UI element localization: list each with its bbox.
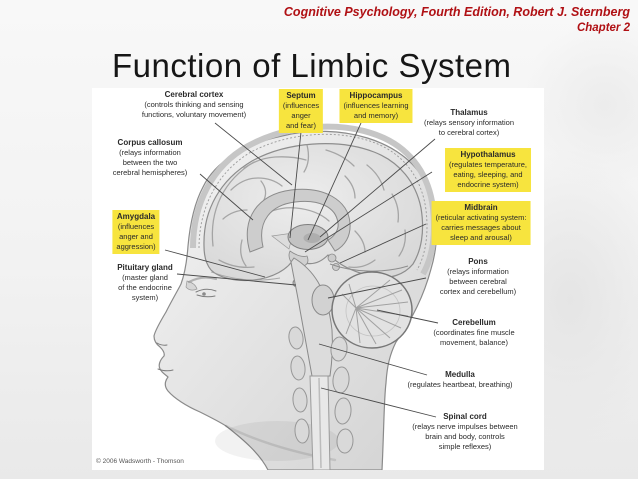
line-hypothalamus [304, 171, 433, 253]
label-desc: (relays information [119, 148, 181, 157]
label-name: Medulla [445, 370, 475, 379]
label-name: Septum [286, 91, 316, 100]
label-desc: functions, voluntary movement) [141, 110, 247, 119]
label-name: Pituitary gland [117, 263, 173, 272]
book-title: Cognitive Psychology, Fourth Edition, Ro… [283, 5, 630, 19]
chapter-label: Chapter 2 [576, 21, 630, 34]
label-name: Midbrain [464, 203, 498, 212]
label-name: Thalamus [450, 108, 488, 117]
label-desc: to cerebral cortex) [438, 128, 500, 137]
label-desc: (relays sensory information [423, 118, 515, 127]
corpus-callosum-shape [246, 188, 351, 253]
label-desc: sleep and arousal) [450, 233, 512, 242]
label-pituitary-gland: Pituitary gland (master gland of the end… [117, 263, 173, 303]
label-amygdala: Amygdala (influences anger and aggressio… [112, 210, 160, 254]
label-desc: (influences [117, 222, 155, 231]
line-thalamus [319, 138, 436, 238]
line-midbrain [339, 223, 427, 264]
label-name: Spinal cord [443, 412, 487, 421]
label-name: Cerebral cortex [164, 90, 224, 99]
label-spinal-cord: Spinal cord (relays nerve impulses betwe… [412, 412, 517, 452]
label-name: Pons [468, 257, 488, 266]
line-cerebellum [376, 309, 439, 324]
slide-header: Cognitive Psychology, Fourth Edition, Ro… [284, 5, 630, 35]
label-desc: (master gland [122, 273, 168, 282]
line-spinal-cord [320, 387, 437, 418]
label-corpus-callosum: Corpus callosum (relays information betw… [113, 138, 188, 178]
arbor-vitae [341, 279, 409, 345]
label-desc: (relays nerve impulses between [412, 422, 518, 431]
pons-shape [311, 284, 335, 316]
line-pituitary [176, 273, 297, 286]
label-desc: anger [291, 111, 311, 120]
line-cerebral-cortex [214, 122, 293, 186]
label-desc: aggression) [116, 242, 156, 251]
vertebrae [288, 326, 354, 454]
label-midbrain: Midbrain (reticular activating system: c… [431, 201, 531, 245]
line-pons [327, 277, 427, 299]
label-hypothalamus: Hypothalamus (regulates temperature, eat… [445, 148, 531, 192]
label-name: Hypothalamus [460, 150, 516, 159]
label-desc: cerebral hemispheres) [112, 168, 188, 177]
label-desc: (influences [282, 101, 320, 110]
label-desc: (reticular activating system: [435, 213, 527, 222]
label-desc: of the endocrine [118, 283, 172, 292]
label-desc: simple reflexes) [438, 442, 492, 451]
label-pons: Pons (relays information between cerebra… [440, 257, 516, 297]
page-title: Function of Limbic System [112, 47, 512, 84]
label-desc: (regulates temperature, [449, 160, 527, 169]
label-desc: between the two [122, 158, 178, 167]
label-desc: and memory) [353, 111, 399, 120]
copyright-text: © 2006 Wadsworth - Thomson [96, 458, 184, 465]
label-name: Cerebellum [452, 318, 496, 327]
label-desc: endocrine system) [457, 180, 519, 189]
label-cerebral-cortex: Cerebral cortex (controls thinking and s… [142, 90, 246, 120]
label-desc: (controls thinking and sensing [144, 100, 244, 109]
label-desc: cortex and cerebellum) [439, 287, 517, 296]
label-desc: (regulates heartbeat, breathing) [407, 380, 513, 389]
line-medulla [318, 343, 428, 376]
label-desc: and fear) [285, 121, 317, 130]
label-name: Corpus callosum [117, 138, 183, 147]
line-septum [289, 131, 302, 239]
leader-lines [164, 122, 439, 418]
brainstem-shape [290, 257, 333, 377]
label-thalamus: Thalamus (relays sensory information to … [424, 108, 514, 138]
label-desc: movement, balance) [440, 338, 508, 347]
brain-diagram: Cerebral cortex (controls thinking and s… [92, 88, 544, 470]
label-desc: carries messages about [441, 223, 521, 232]
line-corpus-callosum [199, 173, 254, 221]
label-desc: (relays information [447, 267, 509, 276]
label-desc: (coordinates fine muscle [433, 328, 515, 337]
line-hippocampus [307, 122, 362, 241]
label-hippocampus: Hippocampus (influences learning and mem… [339, 89, 413, 123]
label-desc: between cerebral [449, 277, 507, 286]
label-desc: eating, sleeping, and [453, 170, 523, 179]
brain-illustration [153, 122, 439, 470]
face-details [156, 276, 218, 372]
label-name: Hippocampus [349, 91, 403, 100]
label-desc: system) [131, 293, 159, 302]
label-desc: brain and body, controls [425, 432, 505, 441]
label-septum: Septum (influences anger and fear) [278, 89, 324, 133]
label-medulla: Medulla (regulates heartbeat, breathing) [407, 370, 512, 390]
label-cerebellum: Cerebellum (coordinates fine muscle move… [433, 318, 514, 348]
line-amygdala [164, 249, 266, 278]
label-desc: (influences learning [343, 101, 409, 110]
label-name: Amygdala [116, 212, 156, 221]
label-desc: anger and [119, 232, 153, 241]
